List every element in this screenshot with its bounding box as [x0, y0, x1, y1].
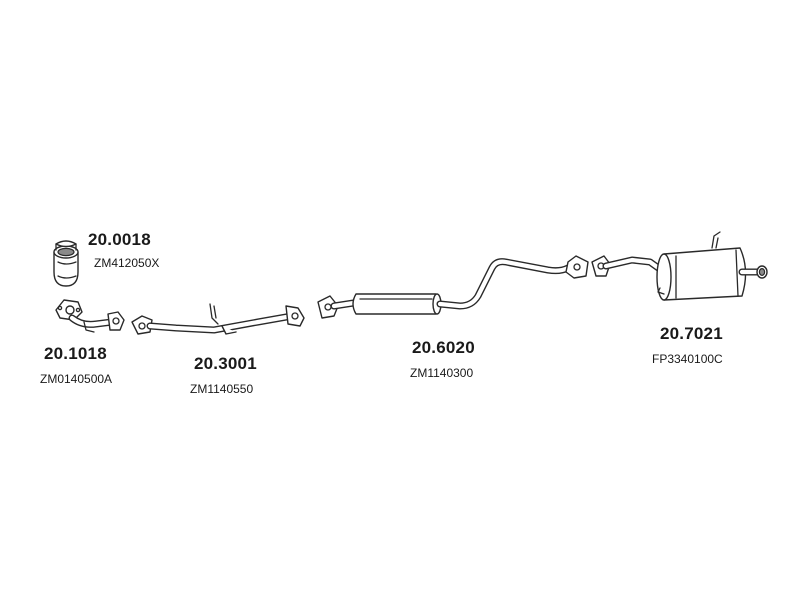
part-number: 20.7021: [660, 324, 723, 343]
rear-silencer-drawing[interactable]: [591, 231, 768, 301]
part-number: 20.6020: [412, 338, 475, 357]
part-number: 20.0018: [88, 230, 151, 249]
part-label-rear-silencer: 20.7021 FP3340100C: [652, 324, 723, 366]
part-label-middle-silencer: 20.6020 ZM1140300: [410, 338, 475, 380]
oem-code: ZM412050X: [94, 256, 160, 270]
front-pipe-drawing[interactable]: [55, 299, 125, 333]
part-label-catalytic-converter: 20.0018 ZM412050X: [88, 230, 159, 270]
catalytic-converter-drawing[interactable]: [53, 240, 79, 287]
part-label-intermediate-pipe: 20.3001 ZM1140550: [190, 354, 257, 396]
oem-code: ZM0140500A: [40, 372, 113, 386]
part-label-front-pipe: 20.1018 ZM0140500A: [40, 344, 112, 386]
part-number: 20.3001: [194, 354, 257, 373]
oem-code: ZM1140550: [190, 382, 254, 396]
intermediate-pipe-drawing[interactable]: [131, 303, 305, 335]
middle-silencer-drawing[interactable]: [317, 255, 589, 319]
part-number: 20.1018: [44, 344, 107, 363]
oem-code: ZM1140300: [410, 366, 474, 380]
oem-code: FP3340100C: [652, 352, 723, 366]
